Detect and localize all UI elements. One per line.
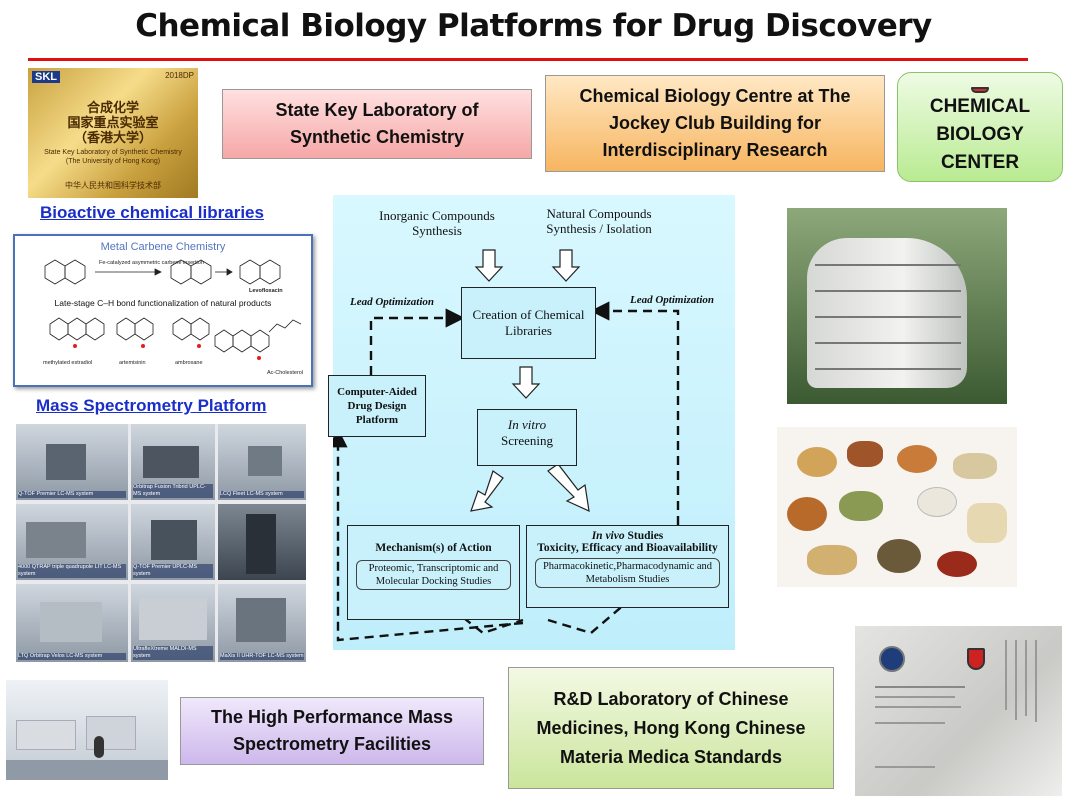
in-vivo-subtitle: Pharmacokinetic,Pharmacodynamic and Meta… bbox=[535, 558, 720, 588]
in-vivo-title2: Toxicity, Efficacy and Bioavailability bbox=[537, 542, 718, 554]
ms-caption: Q-TOF Premier LC-MS system bbox=[18, 491, 126, 498]
page-title: Chemical Biology Platforms for Drug Disc… bbox=[135, 8, 932, 44]
in-vivo-studies-node: In vivo Studies Toxicity, Efficacy and B… bbox=[526, 525, 729, 608]
metal-carbene-chemistry-panel: Metal Carbene Chemistry Fe-catalyzed asy… bbox=[13, 234, 313, 387]
ms-photo: 4000 QTRAP triple quadrupole LIT LC-MS s… bbox=[16, 504, 128, 580]
lead-optimization-right-label: Lead Optimization bbox=[629, 294, 715, 306]
jockey-club-building-photo bbox=[787, 208, 1007, 404]
ms-caption: MaXis II UHR-TOF LC-MS system bbox=[220, 653, 304, 660]
ms-facility-office-photo bbox=[6, 680, 168, 780]
compound-label: artemisinin bbox=[119, 360, 146, 366]
in-vitro-screening-node: In vitro Screening bbox=[477, 409, 577, 466]
ms-photo bbox=[218, 504, 306, 580]
plaque-en-line: (The University of Hong Kong) bbox=[65, 158, 161, 165]
cbc-label-box: Chemical Biology Centre at The Jockey Cl… bbox=[545, 75, 885, 172]
chem-panel-subtitle: Late-stage C–H bond functionalization of… bbox=[54, 298, 272, 308]
in-vivo-rest: Studies bbox=[624, 530, 664, 542]
ms-caption: Orbitrap Fusion Tribrid UPLC-MS system bbox=[133, 484, 213, 498]
screening-label: Screening bbox=[501, 433, 553, 448]
creation-libraries-node: Creation of Chemical Libraries bbox=[461, 287, 596, 359]
ms-photo: LTQ Orbitrap Velos LC-MS system bbox=[16, 584, 128, 662]
in-vivo-italic: In vivo bbox=[591, 530, 625, 542]
compound-label: methylated estradiol bbox=[43, 360, 93, 366]
ms-photo: UltrafleXtreme MALDI-MS system bbox=[131, 584, 215, 662]
plaque-cn-line: 合成化学 bbox=[86, 100, 139, 115]
mechanism-of-action-node: Mechanism(s) of Action Proteomic, Transc… bbox=[347, 525, 520, 620]
mass-spec-platform-link[interactable]: Mass Spectrometry Platform bbox=[36, 396, 267, 415]
ms-photo: Q-TOF Premier UPLC-MS system bbox=[131, 504, 215, 580]
plaque-footer: 中华人民共和国科学技术部 bbox=[65, 181, 161, 190]
chinese-herbs-photo bbox=[777, 427, 1017, 587]
cadd-platform-node: Computer-Aided Drug Design Platform bbox=[328, 375, 426, 437]
chemical-structures-drawing bbox=[44, 259, 302, 360]
skl-label-box: State Key Laboratory of Synthetic Chemis… bbox=[222, 89, 532, 159]
compound-label: ambroxane bbox=[175, 360, 203, 366]
center-label: CHEMICAL BIOLOGY CENTER bbox=[929, 96, 1031, 173]
plaque-chinese-text: 合成化学 国家重点实验室 （香港大学） bbox=[28, 100, 198, 145]
ms-caption: Q-TOF Premier UPLC-MS system bbox=[133, 564, 213, 578]
plaque-year: 2018DP bbox=[165, 71, 194, 80]
ms-photo: Orbitrap Fusion Tribrid UPLC-MS system bbox=[131, 424, 215, 500]
plaque-cn-line: （香港大学） bbox=[73, 130, 152, 145]
ms-photo: MaXis II UHR-TOF LC-MS system bbox=[218, 584, 306, 662]
lab-emblem-icon bbox=[879, 646, 905, 672]
drug-discovery-flowchart: Inorganic Compounds Synthesis Natural Co… bbox=[328, 195, 735, 650]
plaque-english-text: State Key Laboratory of Synthetic Chemis… bbox=[28, 148, 198, 166]
hpms-facilities-box: The High Performance Mass Spectrometry F… bbox=[180, 697, 484, 765]
hku-shield-icon bbox=[971, 87, 989, 93]
skl-logo: SKL bbox=[32, 71, 60, 83]
ms-caption: LTQ Orbitrap Velos LC-MS system bbox=[18, 653, 126, 660]
plaque-en-line: State Key Laboratory of Synthetic Chemis… bbox=[44, 149, 182, 156]
hku-shield-icon bbox=[967, 648, 985, 670]
ms-photo: LCQ Fleet LC-MS system bbox=[218, 424, 306, 500]
ms-photo: Q-TOF Premier LC-MS system bbox=[16, 424, 128, 500]
ms-caption: UltrafleXtreme MALDI-MS system bbox=[133, 646, 213, 660]
bioactive-libraries-link[interactable]: Bioactive chemical libraries bbox=[40, 203, 264, 222]
ms-caption: 4000 QTRAP triple quadrupole LIT LC-MS s… bbox=[18, 564, 126, 578]
chemical-biology-center-box: CHEMICAL BIOLOGY CENTER bbox=[897, 72, 1063, 182]
reaction-note: Fe-catalyzed asymmetric carbene insertio… bbox=[99, 260, 204, 266]
compound-label: Ac-Cholesterol bbox=[267, 370, 304, 376]
moa-title: Mechanism(s) of Action bbox=[375, 542, 492, 554]
skl-plaque-photo: SKL 2018DP 合成化学 国家重点实验室 （香港大学） State Key… bbox=[28, 68, 198, 198]
rd-chinese-medicines-box: R&D Laboratory of Chinese Medicines, Hon… bbox=[508, 667, 834, 789]
product-name: Levofloxacin bbox=[249, 288, 283, 294]
in-vitro-label: In vitro bbox=[507, 417, 547, 432]
natural-compounds-label: Natural Compounds Synthesis / Isolation bbox=[546, 206, 652, 236]
chem-panel-title: Metal Carbene Chemistry bbox=[100, 241, 226, 253]
lead-optimization-left-label: Lead Optimization bbox=[349, 296, 435, 308]
plaque-cn-line: 国家重点实验室 bbox=[67, 115, 159, 130]
mass-spec-instrument-photos: Q-TOF Premier LC-MS system Orbitrap Fusi… bbox=[16, 424, 306, 662]
in-vivo-title: In vivo Studies bbox=[527, 530, 728, 542]
title-divider bbox=[28, 58, 1028, 61]
ms-caption: LCQ Fleet LC-MS system bbox=[220, 491, 304, 498]
inorganic-synthesis-label: Inorganic Compounds Synthesis bbox=[379, 208, 495, 238]
rd-lab-glass-plaque-photo bbox=[855, 626, 1062, 796]
flowchart-arrows bbox=[333, 249, 680, 642]
moa-subtitle: Proteomic, Transcriptomic and Molecular … bbox=[356, 560, 511, 590]
